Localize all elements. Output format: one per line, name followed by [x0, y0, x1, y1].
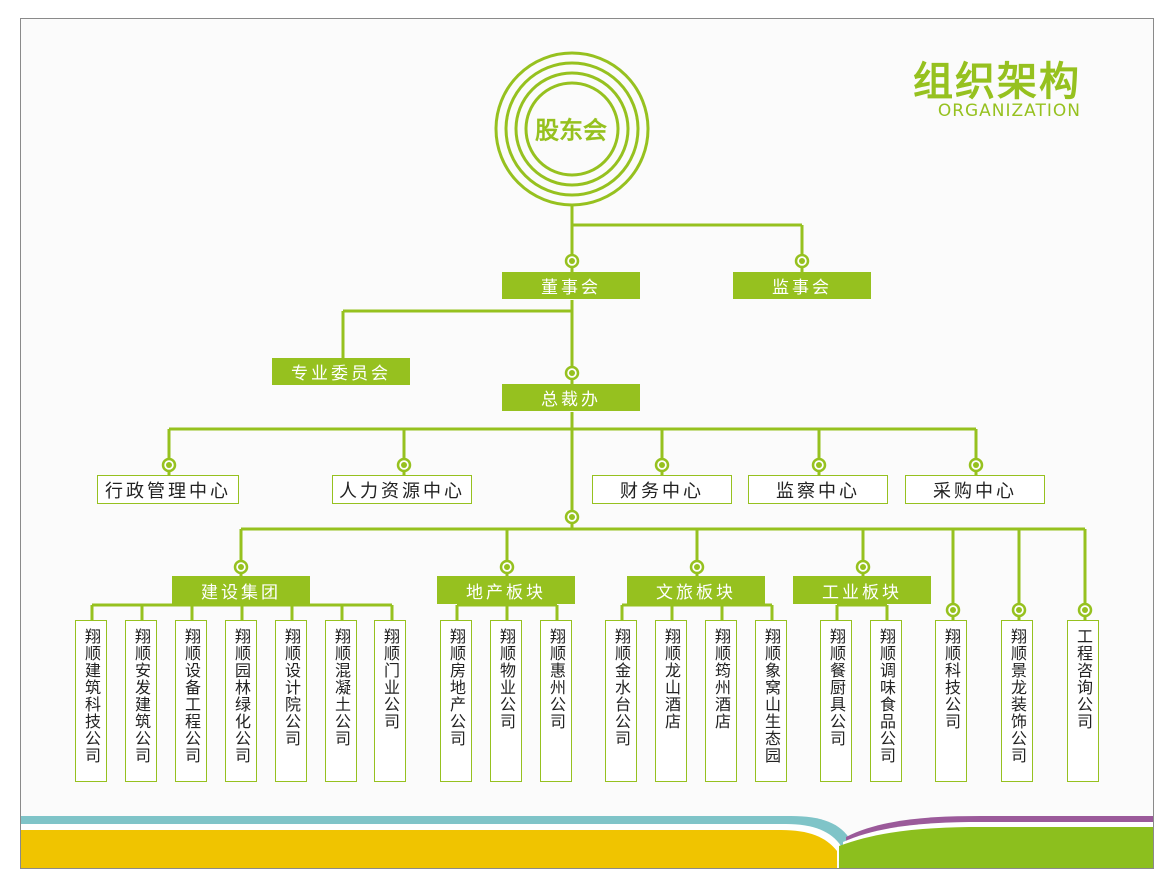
connector-dot-center: [973, 462, 979, 468]
connector-dot-center: [694, 564, 700, 570]
green-band: [839, 827, 1153, 868]
company-box: 翔顺惠州公司: [540, 620, 572, 782]
center-box: 人力资源中心: [332, 475, 472, 504]
connector-dot-center: [569, 370, 575, 376]
connector-dot-center: [950, 607, 956, 613]
company-box: 翔顺设计院公司: [275, 620, 307, 782]
connector-dot-center: [659, 462, 665, 468]
company-box: 翔顺门业公司: [374, 620, 406, 782]
company-box: 翔顺象窝山生态园: [755, 620, 787, 782]
connector-dot-center: [166, 462, 172, 468]
group-culture-tourism: 文旅板块: [627, 576, 765, 604]
company-box: 翔顺餐厨具公司: [820, 620, 852, 782]
independent-company-box: 翔顺景龙装饰公司: [1001, 620, 1033, 782]
center-box: 监察中心: [748, 475, 888, 504]
board-box: 董事会: [502, 272, 640, 299]
yellow-band: [21, 830, 837, 868]
group-construction: 建设集团: [172, 576, 310, 604]
org-chart-graphics: [21, 51, 1153, 868]
center-box: 行政管理中心: [97, 475, 239, 504]
connector-dot-center: [401, 462, 407, 468]
title-english: ORGANIZATION: [937, 101, 1081, 121]
company-box: 翔顺金水台公司: [605, 620, 637, 782]
connector-dot-center: [504, 564, 510, 570]
connector-dot-center: [1016, 607, 1022, 613]
connector-dots: [161, 253, 1093, 618]
connector-dot-center: [569, 514, 575, 520]
connector-dot-center: [799, 258, 805, 264]
independent-company-box: 工程咨询公司: [1067, 620, 1099, 782]
connector-lines: [90, 205, 1087, 621]
group-industry: 工业板块: [793, 576, 931, 604]
committee-box: 专业委员会: [272, 358, 410, 385]
title-chinese: 组织架构: [913, 59, 1081, 105]
connector-dot-center: [860, 564, 866, 570]
company-box: 翔顺设备工程公司: [175, 620, 207, 782]
supervisory-box: 监事会: [733, 272, 871, 299]
company-box: 翔顺房地产公司: [440, 620, 472, 782]
company-box: 翔顺安发建筑公司: [125, 620, 157, 782]
company-box: 翔顺建筑科技公司: [75, 620, 107, 782]
company-box: 翔顺龙山酒店: [655, 620, 687, 782]
company-box: 翔顺混凝土公司: [325, 620, 357, 782]
company-box: 翔顺园林绿化公司: [225, 620, 257, 782]
connector-dot-center: [238, 564, 244, 570]
org-chart-canvas: 组织架构 ORGANIZATION: [20, 18, 1154, 869]
group-real-estate: 地产板块: [437, 576, 575, 604]
connector-dot-center: [569, 258, 575, 264]
center-box: 采购中心: [905, 475, 1045, 504]
president-office-box: 总裁办: [502, 384, 640, 411]
company-box: 翔顺物业公司: [490, 620, 522, 782]
company-box: 翔顺调味食品公司: [870, 620, 902, 782]
company-box: 翔顺筠州酒店: [705, 620, 737, 782]
root-shareholders: 股东会: [535, 116, 607, 145]
connector-dot-center: [816, 462, 822, 468]
connector-dot-center: [1082, 607, 1088, 613]
independent-company-box: 翔顺科技公司: [935, 620, 967, 782]
center-box: 财务中心: [592, 475, 732, 504]
